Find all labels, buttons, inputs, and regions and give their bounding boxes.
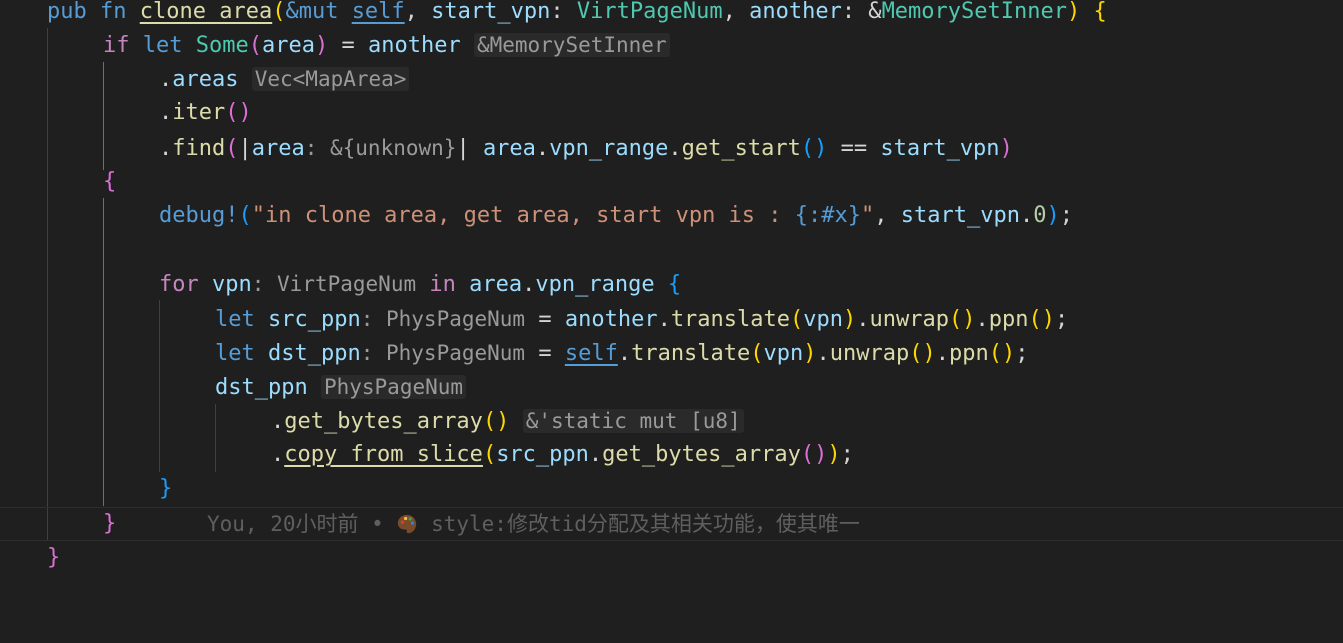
code-line-10[interactable]: let src_ppn: PhysPageNum = another.trans… — [215, 307, 1069, 332]
param-start-vpn[interactable]: start_vpn — [431, 0, 551, 24]
inlay-type-hint: &'static mut [u8] — [522, 409, 744, 433]
code-line-14[interactable]: .copy_from_slice(src_ppn.get_bytes_array… — [271, 442, 854, 467]
code-line-11[interactable]: let dst_ppn: PhysPageNum = self.translat… — [215, 341, 1029, 366]
code-line-3[interactable]: .areas Vec<MapArea> — [0, 62, 1343, 96]
inlay-type-hint: Vec<MapArea> — [251, 67, 410, 91]
code-line-13[interactable]: .get_bytes_array() &'static mut [u8] — [0, 404, 1343, 438]
inlay-type-hint: &MemorySetInner — [473, 33, 670, 57]
token-self[interactable]: self — [351, 0, 405, 24]
inlay-type-hint: : &{unknown} — [304, 136, 457, 160]
code-line-15[interactable]: } — [159, 476, 173, 501]
indent-guide — [215, 404, 216, 472]
indent-guide-active — [103, 62, 104, 170]
code-line-5[interactable]: .find(|area: &{unknown}| area.vpn_range.… — [159, 136, 1013, 161]
type-memorysetinner[interactable]: MemorySetInner — [881, 0, 1067, 24]
palette-icon — [398, 514, 417, 534]
code-line-7[interactable]: debug!("in clone area, get area, start v… — [159, 203, 1073, 228]
indent-guide-active — [103, 198, 104, 506]
code-line-4[interactable]: .iter() — [159, 100, 252, 125]
git-blame-annotation: You, 20小时前 • style:修改tid分配及其相关功能，使其唯一 — [207, 512, 860, 536]
code-line-8[interactable] — [0, 233, 1343, 267]
indent-guide — [47, 28, 48, 540]
code-line-17[interactable]: } — [47, 545, 61, 570]
debug-macro[interactable]: debug! — [159, 203, 239, 228]
inlay-type-hint: PhysPageNum — [320, 375, 467, 399]
indent-guide — [159, 300, 160, 472]
code-line-1[interactable]: pub fn clone_area(&mut self, start_vpn: … — [47, 0, 1107, 24]
token-function-name[interactable]: clone_area — [139, 0, 273, 24]
code-line-9[interactable]: for vpn: VirtPageNum in area.vpn_range { — [159, 272, 682, 297]
inlay-type-hint: : VirtPageNum — [251, 272, 417, 296]
param-another[interactable]: another — [749, 0, 842, 24]
code-line-16-current[interactable]: } You, 20小时前 • style:修改tid分配及其相关功能，使其唯一 — [0, 507, 1343, 541]
type-virtpagenum[interactable]: VirtPageNum — [576, 0, 723, 24]
code-line-6[interactable]: { — [103, 169, 117, 194]
inlay-type-hint: : PhysPageNum — [360, 307, 526, 331]
token-amp-mut: &mut — [285, 0, 352, 24]
inlay-type-hint: : PhysPageNum — [360, 341, 526, 365]
token-pub: pub — [47, 0, 87, 24]
code-editor[interactable]: pub fn clone_area(&mut self, start_vpn: … — [0, 0, 1343, 577]
token-fn: fn — [100, 0, 127, 24]
code-line-2[interactable]: if let Some(area) = another &MemorySetIn… — [0, 28, 1343, 62]
code-line-12[interactable]: dst_ppn PhysPageNum — [0, 370, 1343, 404]
